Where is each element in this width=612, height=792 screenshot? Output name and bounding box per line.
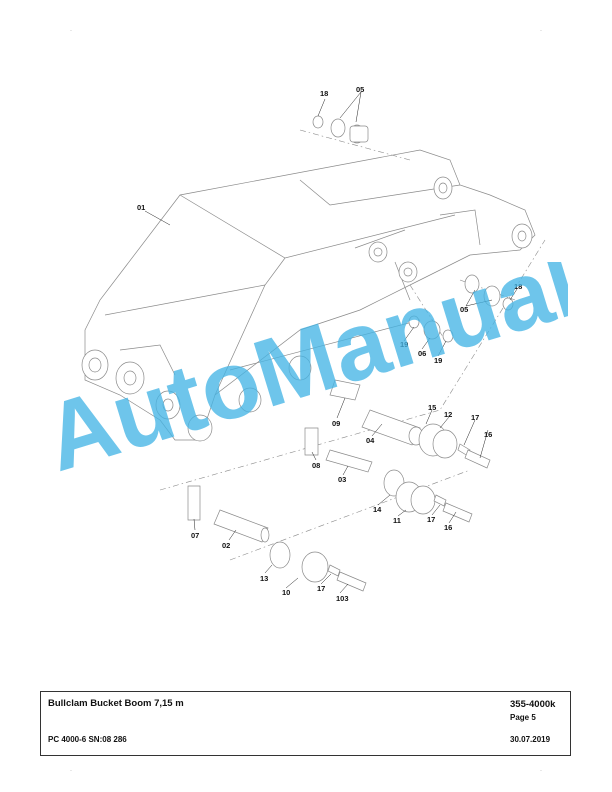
callout-19-left: 19 xyxy=(400,340,408,349)
watermark-text: AutoManual xyxy=(48,262,568,492)
boom-bores xyxy=(81,176,533,442)
boom-body xyxy=(84,149,536,441)
callout-14: 14 xyxy=(373,505,382,514)
callout-19-right: 19 xyxy=(434,356,442,365)
callout-17-middle: 17 xyxy=(427,515,435,524)
pin-set-top xyxy=(312,115,369,144)
callout-16-lower: 16 xyxy=(444,523,452,532)
callout-03: 03 xyxy=(338,475,346,484)
callout-04: 04 xyxy=(366,436,375,445)
callout-18-right: 18 xyxy=(514,282,522,291)
callout-10: 10 xyxy=(282,588,290,597)
pin-03 xyxy=(325,449,373,473)
corner-mark-bottom-right: · xyxy=(540,768,542,774)
callout-17-upper: 17 xyxy=(471,413,479,422)
callout-07: 07 xyxy=(191,531,199,540)
issue-date: 30.07.2019 xyxy=(510,735,551,744)
watermark: AutoManual xyxy=(48,262,568,492)
callout-06: 06 xyxy=(418,349,426,358)
title-block: Bullclam Bucket Boom 7,15 m 355-4000k Pa… xyxy=(40,691,571,756)
callout-02: 02 xyxy=(222,541,230,550)
callout-18-top: 18 xyxy=(320,89,328,98)
callout-11: 11 xyxy=(393,516,401,525)
corner-mark-top-left: · xyxy=(70,28,72,34)
pin-02 xyxy=(213,509,270,543)
corner-mark-top-right: · xyxy=(540,28,542,34)
plate-set-middle xyxy=(383,469,473,523)
drawing-title: Bullclam Bucket Boom 7,15 m xyxy=(48,698,184,709)
bushings xyxy=(408,315,454,343)
page-number: Page 5 xyxy=(510,713,536,722)
leader-lines xyxy=(144,91,518,594)
callout-08: 08 xyxy=(312,461,320,470)
callout-17-lower: 17 xyxy=(317,584,325,593)
plate-set-bottom xyxy=(269,541,367,592)
machine-serial: PC 4000-6 SN:08 286 xyxy=(48,735,127,744)
callout-05-right: 05 xyxy=(460,305,468,314)
retaining-clips xyxy=(187,379,361,521)
callout-12: 12 xyxy=(444,410,452,419)
callout-15: 15 xyxy=(428,403,436,412)
callout-103: 103 xyxy=(336,594,349,603)
corner-mark-bottom-left: · xyxy=(70,768,72,774)
callout-01: 01 xyxy=(137,203,145,212)
callout-05-top: 05 xyxy=(356,85,364,94)
callout-labels: 01 02 03 04 05 05 06 07 08 09 10 11 12 1… xyxy=(137,85,522,603)
callout-16-upper: 16 xyxy=(484,430,492,439)
exploded-parts-diagram: 01 02 03 04 05 05 06 07 08 09 10 11 12 1… xyxy=(81,85,546,603)
pin-04-assembly xyxy=(361,409,491,469)
callout-13: 13 xyxy=(260,574,268,583)
callout-09: 09 xyxy=(332,419,340,428)
document-number: 355-4000k xyxy=(510,699,556,710)
